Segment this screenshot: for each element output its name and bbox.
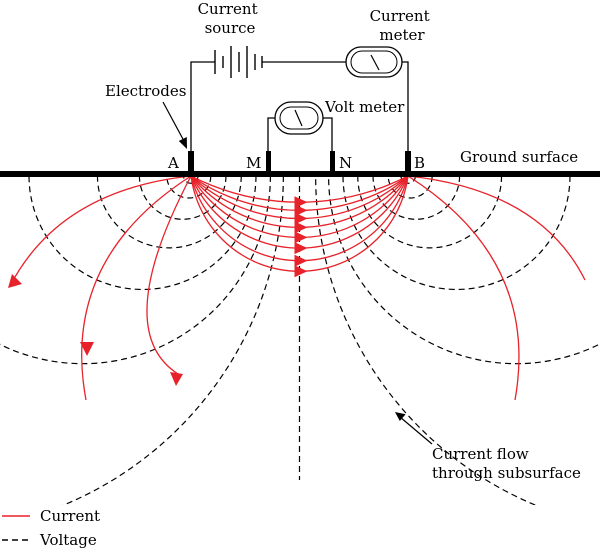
voltage-line [0,175,271,365]
current-arrow [8,274,22,288]
current-arrow [294,212,308,225]
electrode-b-label: B [414,154,425,172]
current-line [407,175,586,281]
current-circuit-wires [190,61,409,151]
voltage-line [61,175,284,505]
current-flow-label: Current flow through subsurface [432,445,581,482]
current-line [407,175,520,401]
current-line [146,175,192,375]
current-arrow [294,265,308,278]
current-line [9,175,192,287]
legend-current-label: Current [40,507,100,525]
volt-meter-wires [267,117,333,151]
battery-icon [214,46,263,78]
legend: Current Voltage [2,507,100,549]
current-arrow [294,204,308,217]
electrode-a [188,151,194,173]
legend-voltage-label: Voltage [39,531,97,549]
ground-surface-line [0,171,600,177]
volt-meter-label: Volt meter [324,98,405,116]
current-arrow [294,254,308,267]
electrodes-callout-arrow [162,101,187,149]
current-arrow [80,342,94,356]
electrodes-label: Electrodes [105,82,186,100]
electrode-n-label: N [339,154,352,172]
current-arrow [294,196,308,209]
electrode-m [266,151,271,173]
current-flow-callout-arrow [395,412,433,445]
current-arrow [294,221,308,234]
volt-meter-icon [274,101,324,135]
current-arrows [8,196,308,386]
current-arrow [294,231,308,244]
electrode-a-label: A [167,154,179,172]
current-meter-icon [345,46,403,78]
current-line [81,175,192,401]
current-arrow [170,372,183,386]
current-arrow [294,242,308,255]
electrode-m-label: M [246,154,261,172]
electrode-n [330,151,335,173]
current-meter-label: Current meter [370,7,435,44]
current-source-label: Current source [198,0,263,37]
ground-surface-label: Ground surface [460,148,578,166]
electrode-b [405,151,411,173]
voltage-line [328,175,600,365]
